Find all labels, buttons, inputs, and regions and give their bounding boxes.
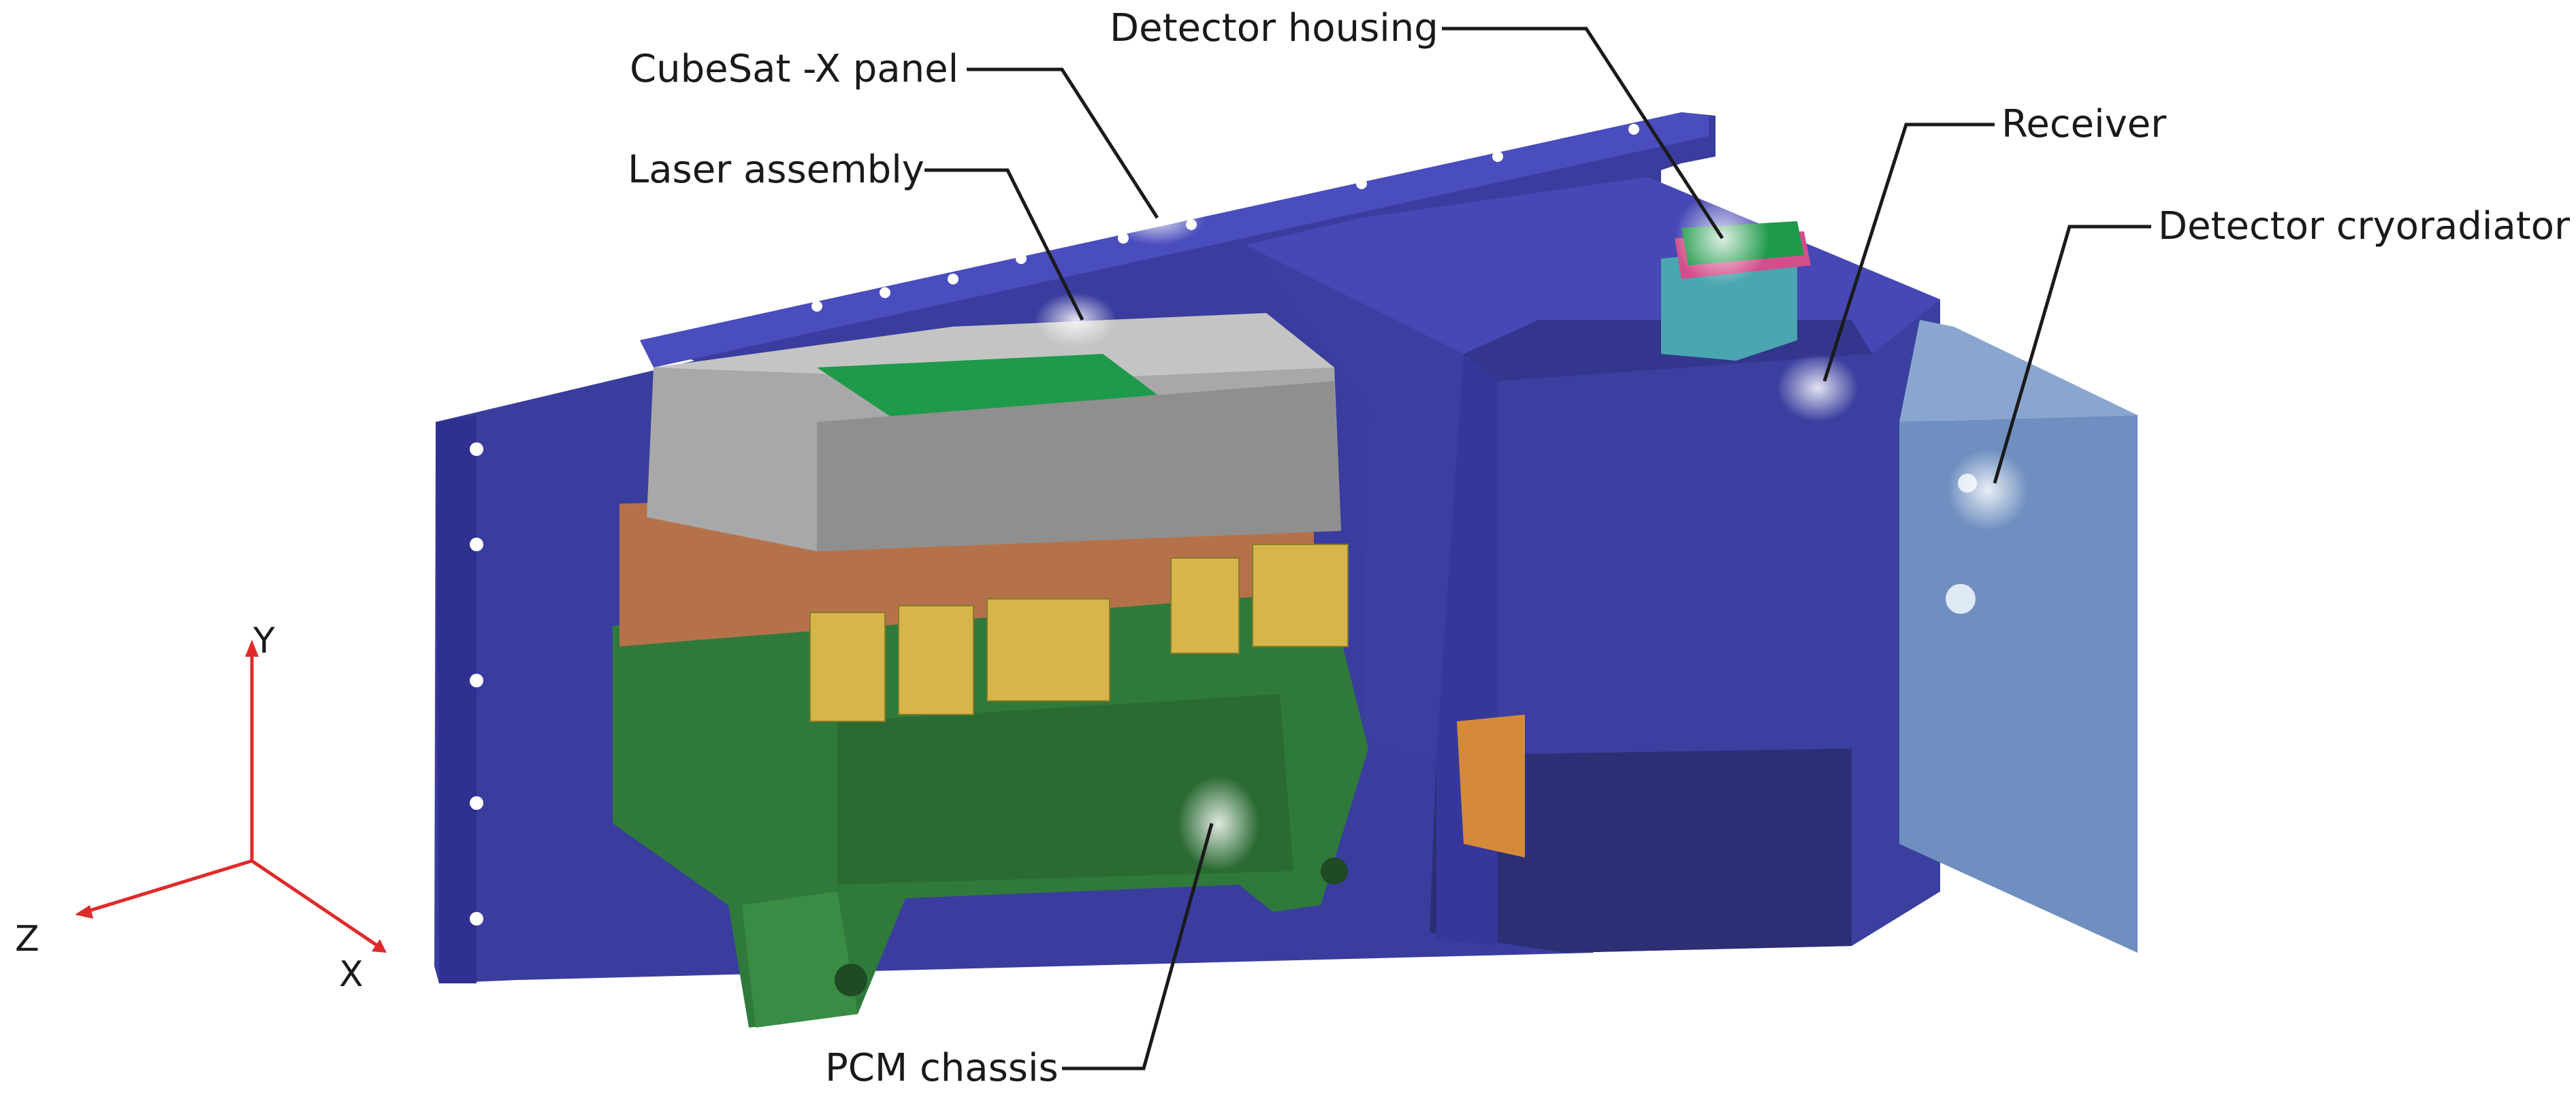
leader-detector-housing [1442, 27, 1724, 240]
axis-label-y: Y [253, 621, 275, 661]
x-axis-line [251, 859, 379, 948]
leader-laser-assembly [924, 168, 1084, 321]
leader-lines [924, 27, 2151, 1070]
label-receiver: Receiver [2001, 102, 2167, 146]
gold-clamps [809, 544, 1349, 722]
laser-assembly [647, 313, 1341, 551]
leader-cubesat-panel [967, 67, 1159, 219]
label-laser-assembly: Laser assembly [628, 148, 924, 192]
axis-label-z: Z [15, 919, 39, 960]
label-detector-cryoradiator: Detector cryoradiator [2158, 204, 2571, 248]
leader-detector-cryoradiator [1993, 225, 2151, 484]
x-axis-arrowhead [372, 939, 387, 953]
label-pcm-chassis: PCM chassis [825, 1046, 1059, 1090]
label-detector-housing: Detector housing [1110, 6, 1438, 50]
axis-label-x: X [339, 954, 364, 995]
coordinate-axes [75, 640, 387, 953]
z-axis-line [84, 859, 253, 914]
leader-pcm-chassis [1062, 823, 1214, 1070]
detector-cryoradiator [1899, 320, 2138, 953]
panel-bolt-holes [470, 124, 1639, 926]
callout-glows [1035, 191, 2029, 871]
y-axis-arrowhead [245, 640, 259, 657]
orange-bracket [1457, 715, 1525, 857]
z-axis-arrowhead [75, 905, 93, 919]
pcm-chassis [613, 585, 1368, 1028]
label-cubesat-panel: CubeSat -X panel [630, 47, 959, 91]
leader-receiver [1822, 122, 1995, 382]
